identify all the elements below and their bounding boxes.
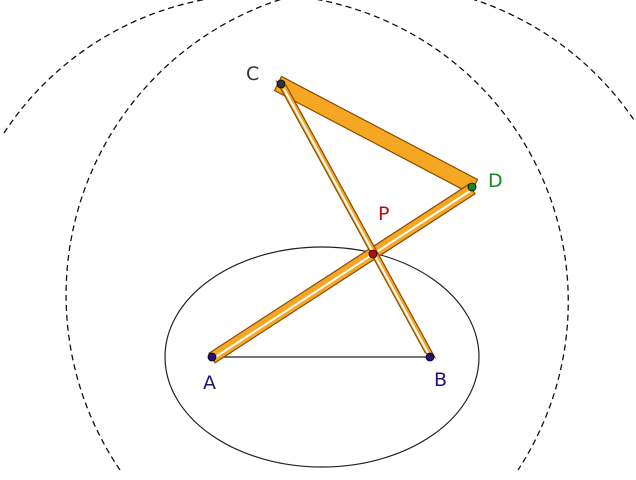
linkage-bars bbox=[208, 75, 479, 364]
bar-cd bbox=[273, 75, 479, 195]
label-b: B bbox=[434, 369, 447, 391]
point-a bbox=[207, 352, 217, 362]
label-a: A bbox=[203, 372, 216, 394]
ellipse-locus bbox=[164, 246, 480, 468]
point-labels: A B C D P bbox=[203, 63, 503, 394]
dashed-circle-left bbox=[3, 0, 569, 471]
label-p: P bbox=[378, 203, 389, 225]
point-b bbox=[425, 352, 435, 362]
point-d bbox=[467, 182, 477, 192]
dashed-circles bbox=[3, 0, 635, 471]
point-p bbox=[368, 249, 378, 259]
dashed-circle-right bbox=[65, 0, 635, 471]
point-c bbox=[276, 79, 286, 89]
label-c: C bbox=[246, 63, 259, 85]
label-d: D bbox=[488, 170, 503, 192]
bar-cb-slot bbox=[283, 88, 429, 354]
points bbox=[207, 79, 477, 362]
bar-ad-slot bbox=[213, 190, 471, 359]
